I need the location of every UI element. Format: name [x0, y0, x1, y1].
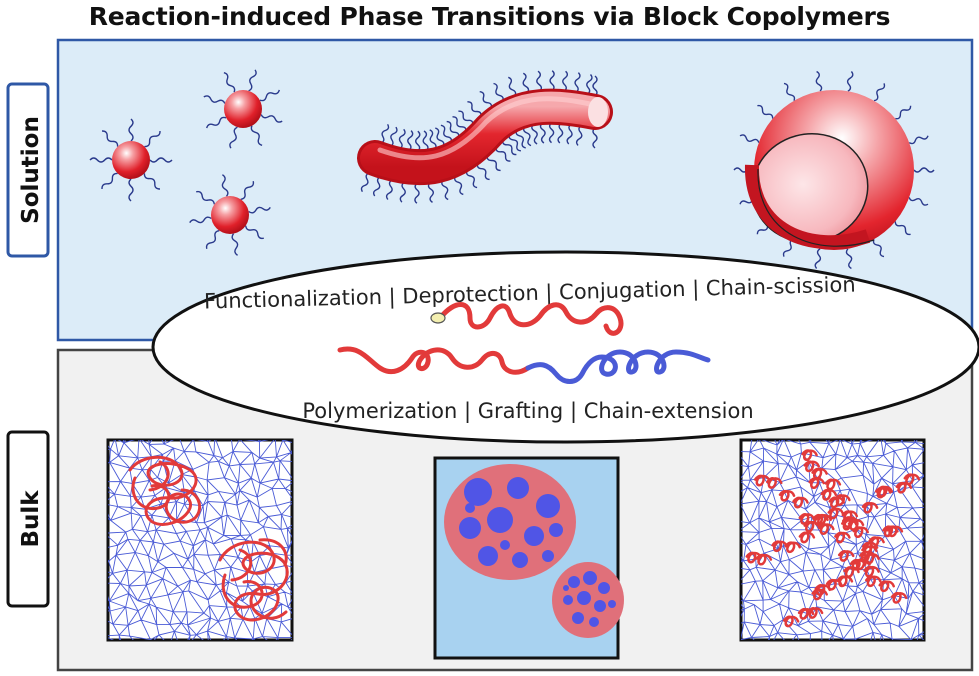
coil-aggregate-left-bottom — [218, 538, 289, 622]
micelle — [189, 174, 271, 256]
micelle — [89, 118, 173, 202]
grafted-coils-right — [745, 449, 921, 628]
bulk-label: Bulk — [18, 490, 44, 548]
network-left — [108, 440, 292, 640]
micelle — [203, 69, 283, 149]
droplets-middle — [444, 464, 624, 638]
page-title: Reaction-induced Phase Transitions via B… — [88, 2, 891, 31]
solution-label: Solution — [18, 116, 44, 224]
spherical-micelles — [89, 69, 283, 256]
vesicle — [733, 70, 935, 270]
reaction-ellipse — [151, 250, 979, 444]
bulk-panel-right — [739, 438, 926, 642]
coil-aggregate-left-top — [128, 455, 201, 526]
bulk-label-box: Bulk — [6, 430, 50, 608]
polymer-chains — [337, 302, 711, 384]
solution-label-box: Solution — [6, 82, 50, 258]
worm-micelle — [357, 70, 613, 204]
reaction-types-bottom: Polymerization | Grafting | Chain-extens… — [302, 399, 753, 424]
